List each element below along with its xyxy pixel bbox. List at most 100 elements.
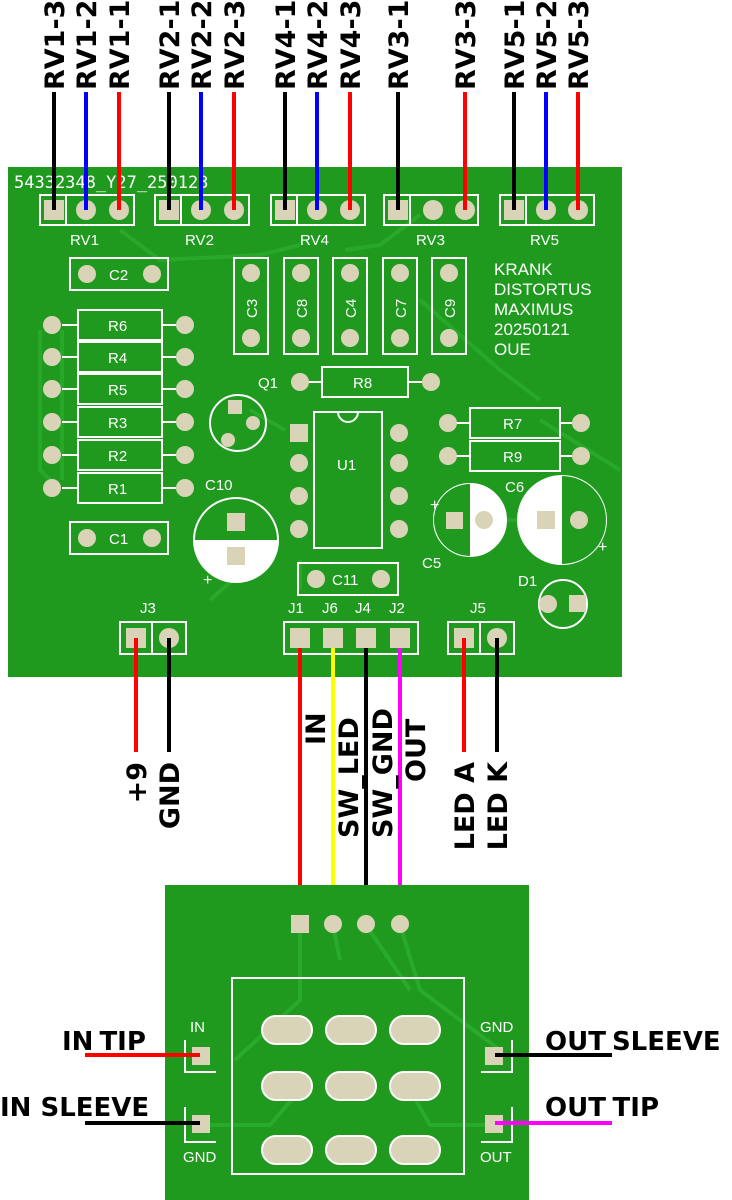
title-line-4: 20250121 bbox=[494, 320, 570, 339]
label-rv1-2: RV1-2 bbox=[72, 0, 103, 90]
j2-ref: J2 bbox=[389, 600, 405, 617]
cap-c3: C3 bbox=[233, 257, 269, 355]
board-title: KRANK DISTORTUS MAXIMUS 20250121 OUE bbox=[494, 260, 592, 359]
label-rv5-3: RV5-3 bbox=[564, 0, 595, 90]
switch-wires bbox=[85, 1053, 612, 1125]
r1-ref: R1 bbox=[108, 481, 127, 498]
c11-ref: C11 bbox=[332, 572, 358, 589]
switch-pcb: IN GND GND OUT bbox=[165, 885, 529, 1200]
q1-ref: Q1 bbox=[258, 375, 278, 392]
cap-c4: C4 bbox=[332, 257, 368, 355]
c4-ref: C4 bbox=[343, 299, 360, 318]
label-rv1-3: RV1-3 bbox=[40, 0, 71, 90]
resistor-r7: R7 bbox=[439, 407, 590, 439]
c3-ref: C3 bbox=[244, 299, 261, 318]
c10-plus: + bbox=[203, 572, 212, 589]
j5-ref: J5 bbox=[470, 600, 486, 617]
c8-ref: C8 bbox=[294, 299, 311, 318]
cap-c8: C8 bbox=[283, 257, 319, 355]
footswitch-lugs bbox=[261, 1015, 441, 1165]
label-sw-led: SW_LED bbox=[334, 717, 365, 838]
pot-wires bbox=[52, 92, 580, 210]
cap-c7: C7 bbox=[382, 257, 418, 355]
j1-ref: J1 bbox=[288, 600, 304, 617]
cap-c9: C9 bbox=[431, 257, 467, 355]
r5-ref: R5 bbox=[108, 382, 127, 399]
u1-ref: U1 bbox=[337, 457, 356, 474]
cap-c11: C11 bbox=[297, 562, 399, 596]
switch-silk-gnd: GND bbox=[183, 1149, 217, 1166]
led-d1: D1 bbox=[518, 573, 588, 629]
cap-c1: C1 bbox=[69, 521, 169, 555]
title-line-5: OUE bbox=[494, 340, 531, 359]
label-sw-gnd: SW_GND bbox=[368, 708, 399, 838]
c5-ref: C5 bbox=[422, 555, 441, 572]
d1-ref: D1 bbox=[518, 573, 537, 590]
label-rv3-1: RV3-1 bbox=[384, 0, 415, 90]
resistor-r9: R9 bbox=[439, 440, 590, 472]
c6-plus: + bbox=[598, 539, 607, 556]
r9-ref: R9 bbox=[503, 449, 522, 466]
r2-ref: R2 bbox=[108, 448, 127, 465]
label-gnd-power: GND bbox=[155, 762, 186, 829]
resistors-left: R6 R4 R5 R3 R2 bbox=[43, 309, 194, 504]
c1-ref: C1 bbox=[109, 531, 128, 548]
switch-silk-gnd-right: GND bbox=[480, 1019, 514, 1036]
c9-ref: C9 bbox=[442, 299, 459, 318]
label-rv2-1: RV2-1 bbox=[155, 0, 186, 90]
label-rv4-3: RV4-3 bbox=[336, 0, 367, 90]
label-rv5-1: RV5-1 bbox=[500, 0, 531, 90]
label-rv2-3: RV2-3 bbox=[220, 0, 251, 90]
footswitch-outline bbox=[231, 977, 465, 1175]
c6-ref: C6 bbox=[505, 479, 524, 496]
resistor-r4: R4 bbox=[43, 341, 194, 373]
cap-c6: C6 + bbox=[505, 475, 607, 565]
resistor-r3: R3 bbox=[43, 406, 194, 438]
c10-ref: C10 bbox=[205, 477, 233, 494]
label-plus9: +9 bbox=[122, 762, 153, 803]
label-rv4-1: RV4-1 bbox=[271, 0, 302, 90]
j4-ref: J4 bbox=[355, 600, 371, 617]
transistor-q1: Q1 bbox=[209, 375, 278, 452]
c2-ref: C2 bbox=[109, 267, 128, 284]
resistor-r6: R6 bbox=[43, 309, 194, 341]
resistor-r2: R2 bbox=[43, 439, 194, 471]
r8-ref: R8 bbox=[353, 375, 372, 392]
label-rv5-2: RV5-2 bbox=[532, 0, 563, 90]
connector-rv3: RV3 bbox=[383, 194, 479, 249]
resistor-r5: R5 bbox=[43, 373, 194, 405]
label-rv4-2: RV4-2 bbox=[303, 0, 334, 90]
c7-ref: C7 bbox=[393, 299, 410, 318]
board-header-text: 54332348_Y27_250123 bbox=[14, 173, 208, 193]
film-caps: C3 C8 C4 C7 C9 bbox=[233, 257, 467, 355]
rv2-ref: RV2 bbox=[185, 232, 214, 249]
main-pcb: 54332348_Y27_250123 bbox=[8, 167, 622, 677]
resistor-r1: R1 bbox=[43, 472, 194, 504]
cap-c10: C10 + bbox=[193, 477, 279, 589]
rv5-ref: RV5 bbox=[530, 232, 559, 249]
label-in-sleeve: IN SLEEVE bbox=[0, 1093, 149, 1123]
ic-u1: U1 bbox=[290, 411, 408, 549]
cap-c2: C2 bbox=[69, 257, 169, 291]
r6-ref: R6 bbox=[108, 318, 127, 335]
label-in: IN bbox=[301, 712, 332, 745]
bottom-wire-labels: +9 GND IN SW_LED SW_GND OUT LED A LED K bbox=[122, 708, 514, 850]
label-led-a: LED A bbox=[450, 762, 481, 850]
switch-silk-in: IN bbox=[190, 1019, 205, 1036]
j6-ref: J6 bbox=[322, 600, 338, 617]
rv4-ref: RV4 bbox=[300, 232, 329, 249]
r3-ref: R3 bbox=[108, 415, 127, 432]
label-led-k: LED K bbox=[483, 761, 514, 850]
rv3-ref: RV3 bbox=[416, 232, 445, 249]
connector-rv5: RV5 bbox=[499, 194, 595, 249]
connector-j1-j6-j4-j2: J1 J6 J4 J2 bbox=[283, 600, 419, 655]
c5-plus: + bbox=[430, 497, 439, 514]
resistor-r8: R8 bbox=[291, 366, 440, 398]
label-rv2-2: RV2-2 bbox=[187, 0, 218, 90]
title-line-2: DISTORTUS bbox=[494, 280, 592, 299]
